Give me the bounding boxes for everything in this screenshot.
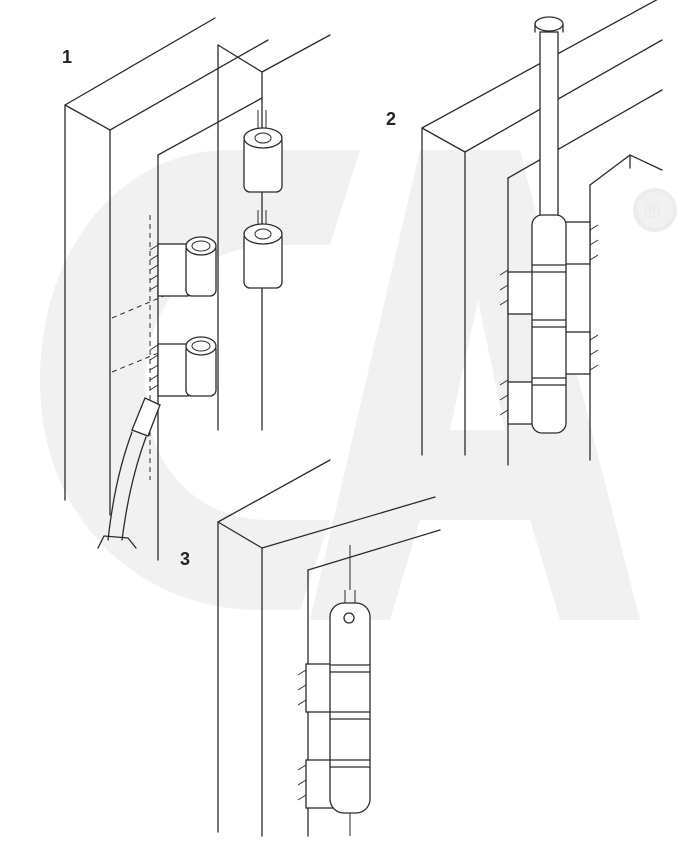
door-hinge-knuckles [243, 98, 283, 289]
registered-mark: ® [644, 198, 660, 223]
step-2-hinge-assembly [499, 214, 599, 434]
step-2-label: 2 [386, 109, 396, 129]
frame-hinge-top [149, 236, 217, 297]
step-2-illustration [421, 0, 663, 466]
step-3-illustration [217, 459, 441, 837]
watermark-logo: ® [40, 150, 677, 620]
step-3-hinge-assembly [297, 602, 371, 814]
welding-torch [97, 397, 161, 549]
frame-hinge-bottom [149, 336, 217, 397]
step-1-label: 1 [62, 47, 72, 67]
step-1-illustration [64, 17, 331, 561]
step-3-label: 3 [180, 549, 190, 569]
hinge-pin [534, 16, 564, 218]
